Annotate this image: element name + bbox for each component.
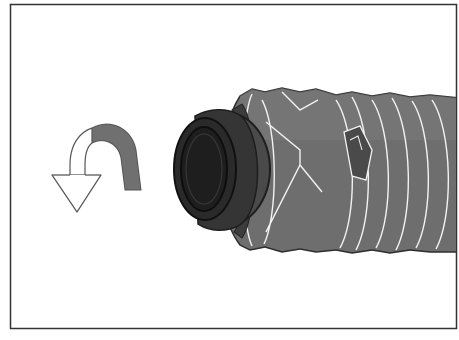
toner-cartridge xyxy=(173,87,456,254)
rotate-arrow-icon xyxy=(51,123,142,213)
arrow-band xyxy=(91,123,142,191)
cartridge-tab xyxy=(343,125,373,181)
cap-inner xyxy=(180,126,228,212)
